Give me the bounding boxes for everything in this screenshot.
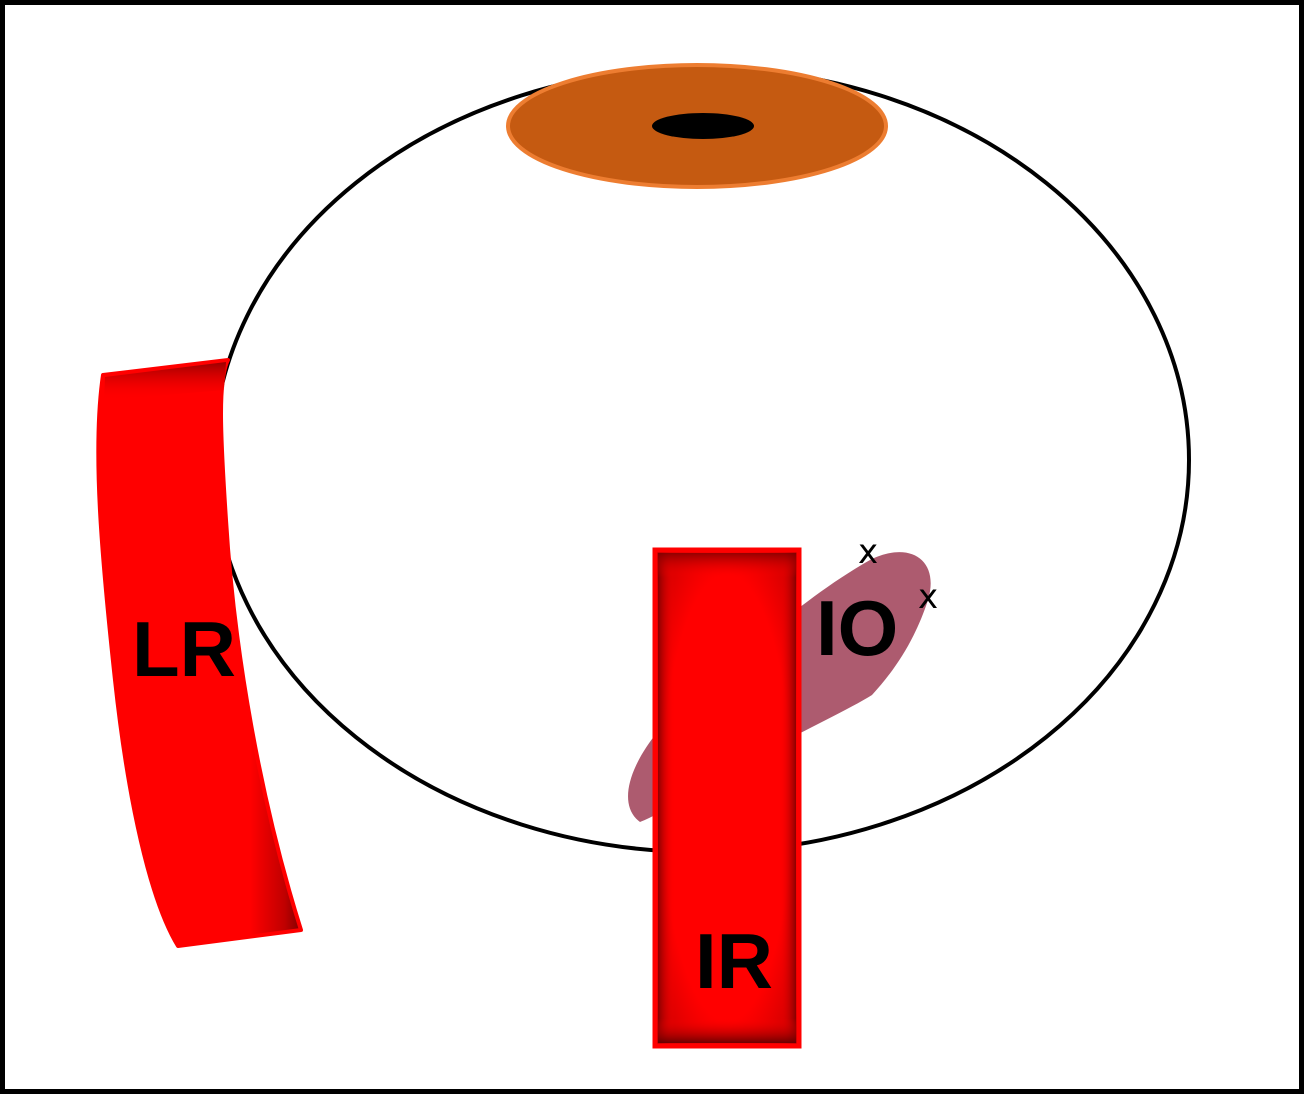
insertion-mark-2: x (918, 577, 938, 617)
pupil (652, 113, 754, 139)
label-inferior-oblique: IO (816, 584, 898, 672)
lateral-rectus-muscle (96, 358, 303, 948)
label-inferior-rectus: IR (695, 917, 773, 1005)
label-lateral-rectus: LR (132, 605, 236, 693)
insertion-mark-1: x (858, 532, 878, 572)
inferior-rectus-muscle (652, 547, 802, 1049)
